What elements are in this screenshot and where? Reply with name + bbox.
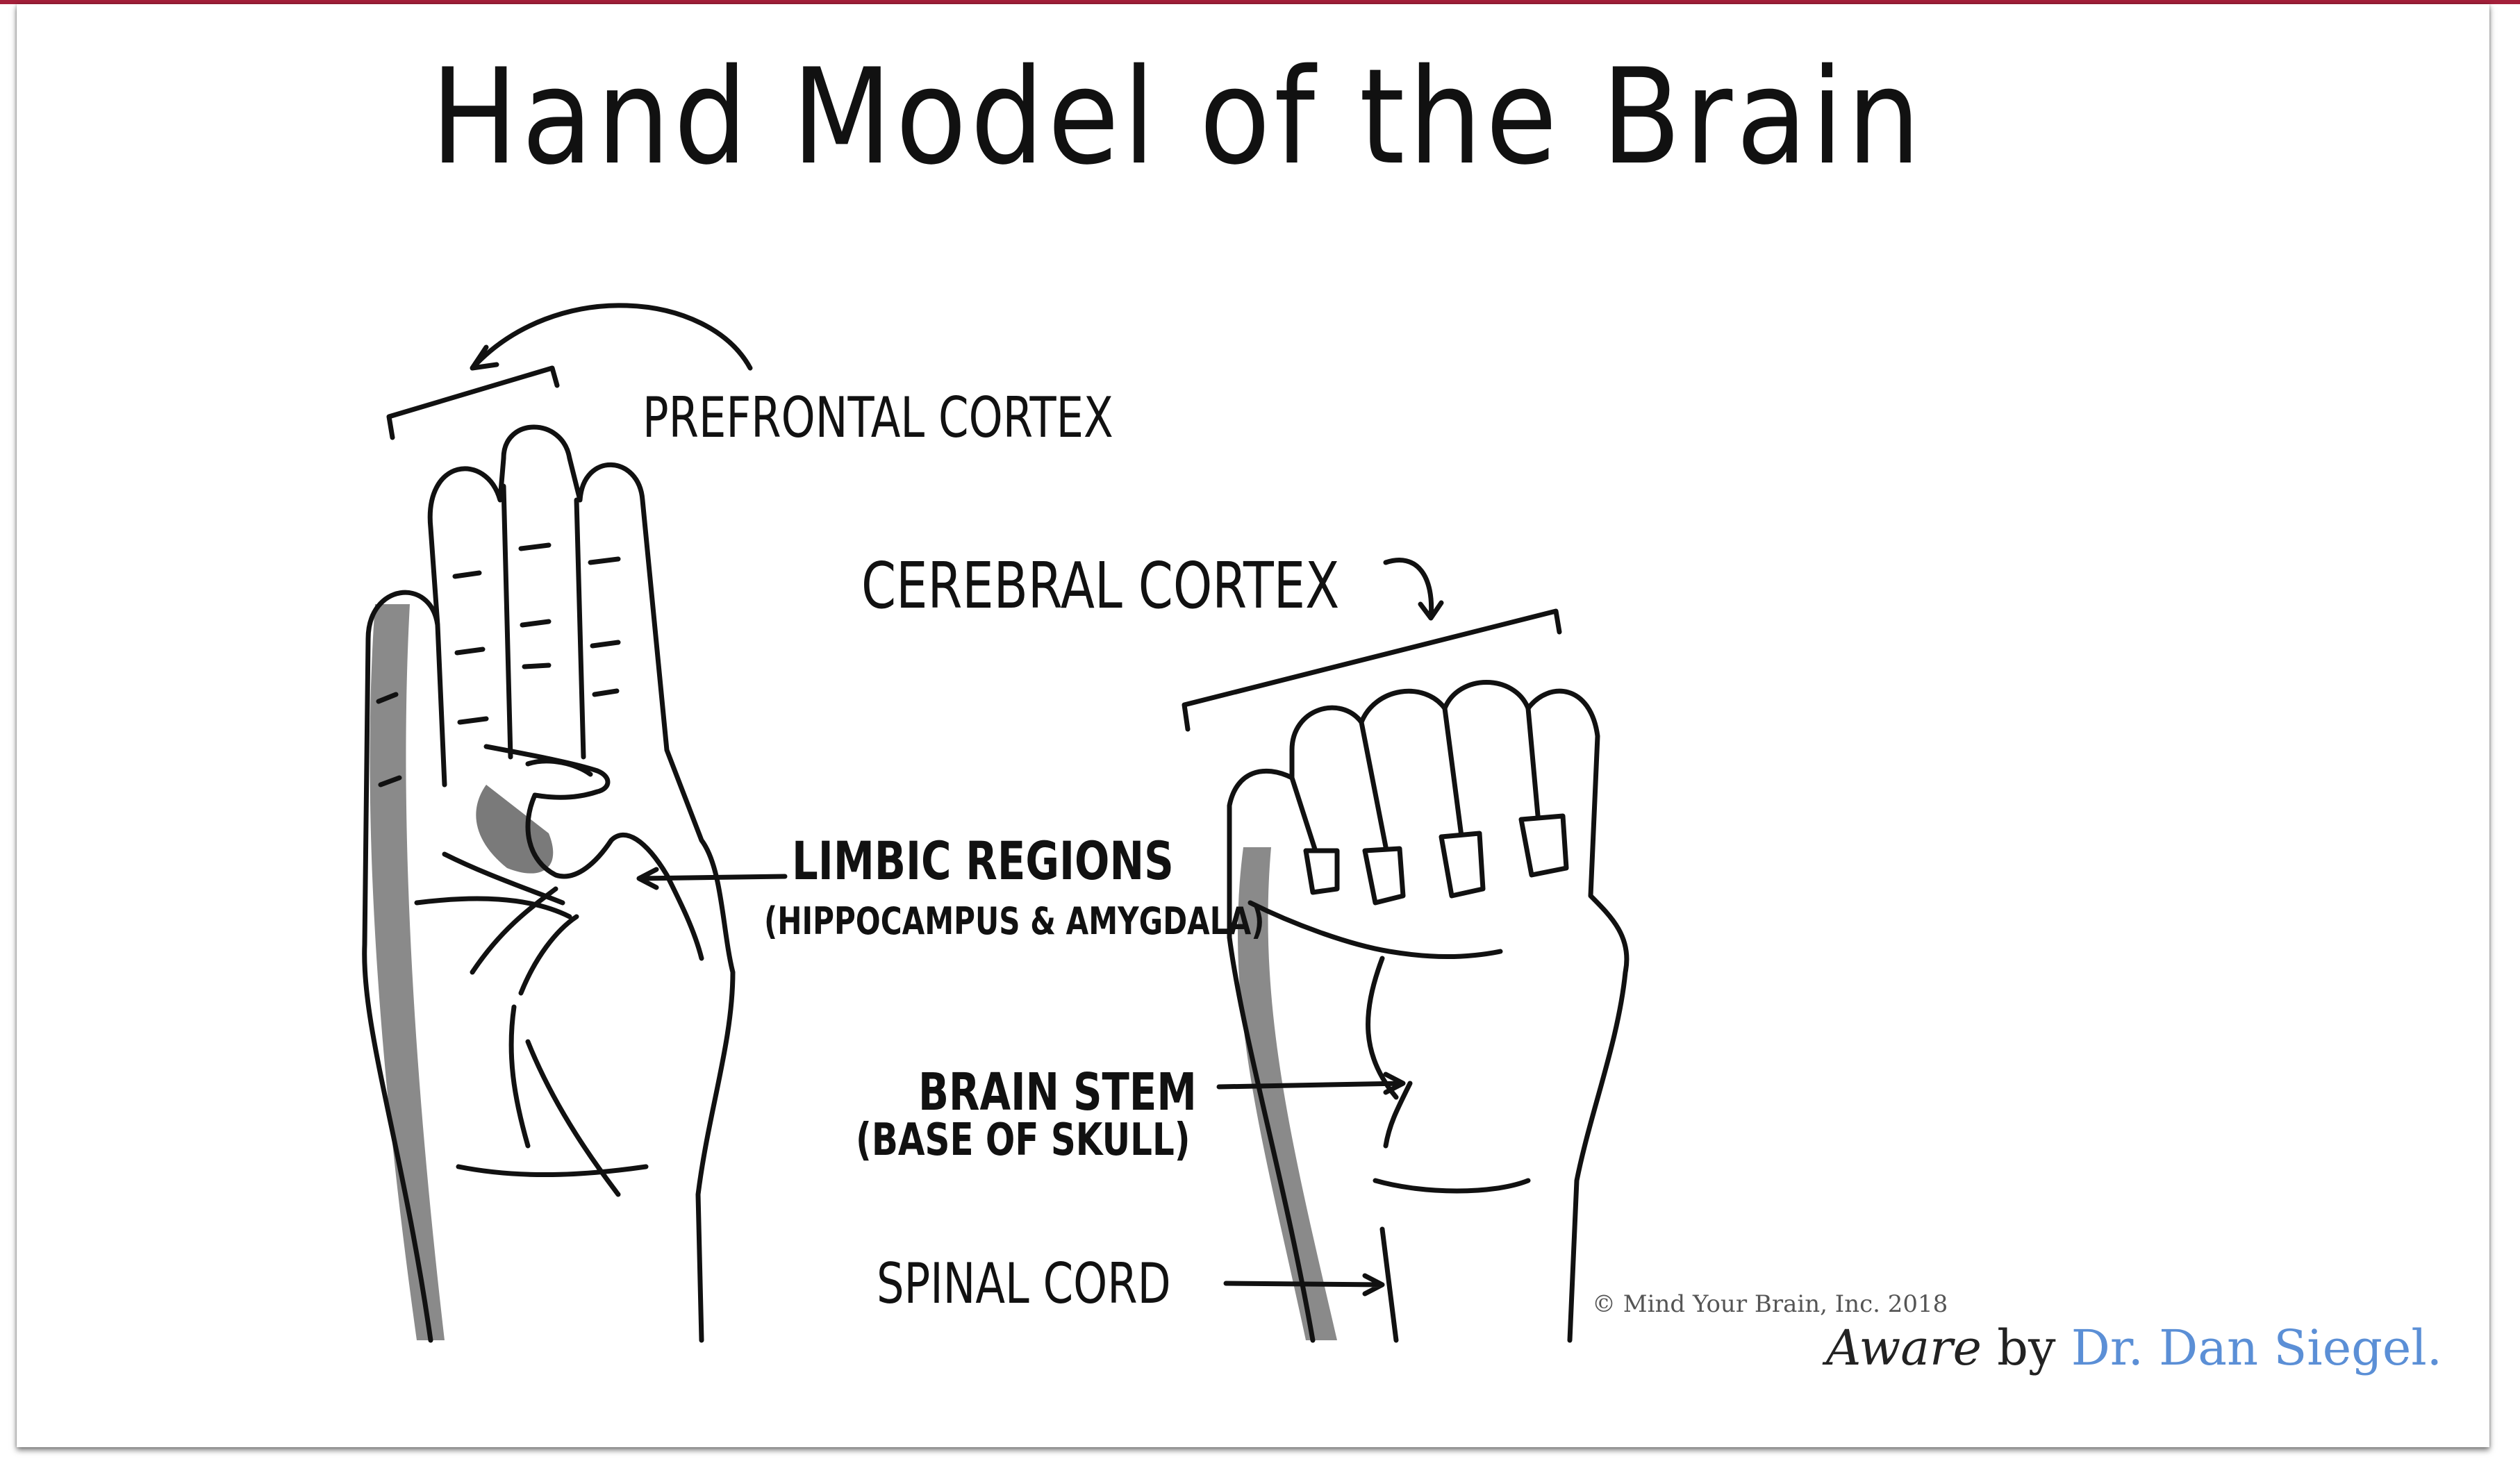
fist-outline [1227,680,1630,1343]
label-limbic-detail: (HIPPOCAMPUS & AMYGDALA) [764,899,1265,943]
cerebral-arrow [1383,558,1444,621]
prefrontal-arc-arrow [470,303,753,371]
fist-thumb [1247,900,1503,959]
open-hand-shadow [370,604,445,1340]
label-prefrontal-cortex: PREFRONTAL CORTEX [643,385,1113,450]
prefrontal-bracket [386,365,560,440]
fist-wrist-lines [1379,1226,1399,1343]
cerebral-bracket [1182,608,1562,732]
open-hand-drawing [362,303,753,1343]
label-limbic-regions: LIMBIC REGIONS [792,830,1174,892]
credit-author: Dr. Dan Siegel. [2071,1319,2442,1376]
fist-drawing [1182,558,1630,1343]
fist-fingernails [1303,813,1569,906]
thumb-nail [525,758,593,777]
label-cerebral-cortex: CEREBRAL CORTEX [861,549,1340,623]
label-spinal-cord: SPINAL CORD [877,1251,1171,1316]
wrist-crease [456,1164,649,1178]
open-hand-outline [362,424,736,1343]
finger-gap-2 [501,483,513,760]
palm-creases [414,851,621,1197]
fist-palm-lines [1366,956,1531,1194]
book-credit: Aware by Dr. Dan Siegel. [1826,1319,2442,1376]
credit-book-title: Aware [1825,1319,1982,1376]
fist-finger-lines [1289,706,1545,878]
knuckle-creases [376,542,621,788]
finger-gap-3 [574,497,586,760]
folded-thumb [483,744,704,961]
copyright-notice: © Mind Your Brain, Inc. 2018 [1592,1290,1948,1318]
brain-stem-arrow [1216,1072,1406,1095]
top-accent-bar [0,0,2520,4]
credit-by: by [1997,1319,2056,1376]
fist-shadow [1238,847,1337,1340]
finger-gap-1 [435,622,447,788]
limbic-arrow [636,867,788,890]
label-brain-stem-detail: (BASE OF SKULL) [856,1115,1191,1166]
spinal-cord-arrow [1223,1273,1385,1297]
label-brain-stem: BRAIN STEM [918,1062,1197,1122]
page-title: Hand Model of the Brain [431,40,1925,194]
